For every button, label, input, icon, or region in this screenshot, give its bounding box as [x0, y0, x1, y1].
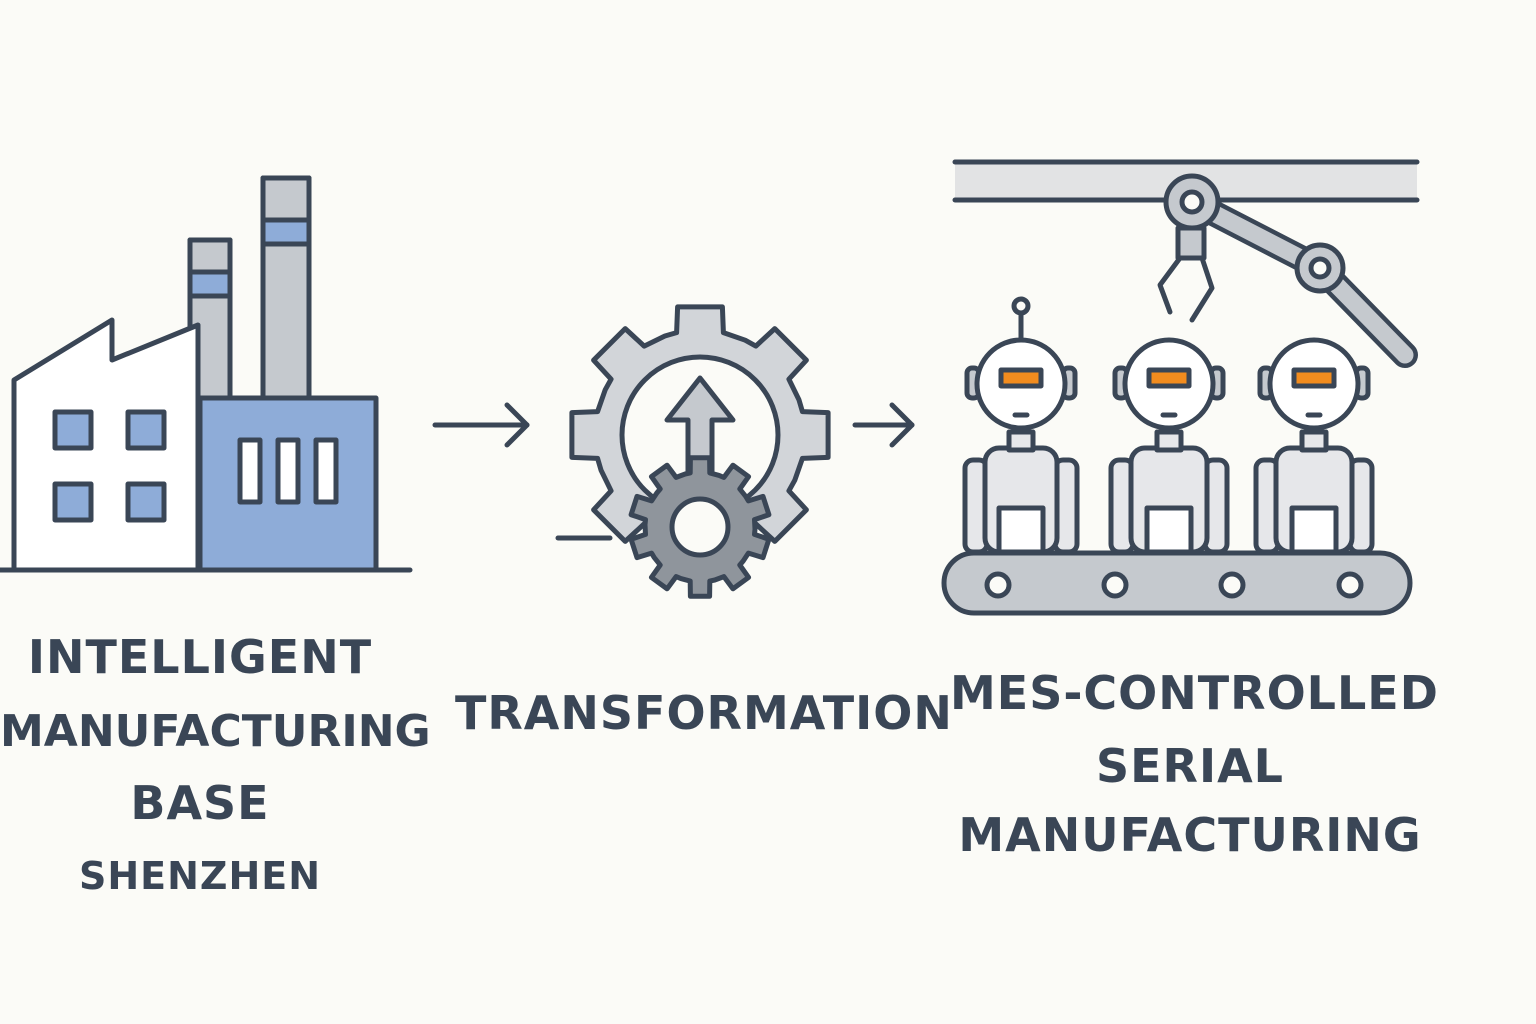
serial-title-line-1: MES-CONTROLLED	[950, 666, 1439, 720]
arrow-right-icon	[852, 402, 915, 448]
robot-assembly-line-icon	[941, 159, 1420, 616]
arrow-right-icon	[432, 402, 530, 448]
transformation-title: TRANSFORMATION	[455, 686, 953, 740]
base-title-line-3: BASE	[130, 776, 270, 830]
robot-middle	[1108, 337, 1230, 555]
gear-upgrade-icon	[555, 304, 831, 599]
base-title-line-2: MANUFACTURING	[0, 706, 431, 757]
serial-title-line-3: MANUFACTURING	[958, 808, 1422, 862]
robot-right	[1253, 337, 1375, 555]
base-subtitle: SHENZHEN	[78, 854, 322, 898]
serial-title-line-2: SERIAL	[1095, 739, 1284, 793]
factory-icon	[0, 175, 413, 573]
base-title-line-1: INTELLIGENT	[27, 630, 373, 684]
robot-left	[962, 296, 1080, 555]
